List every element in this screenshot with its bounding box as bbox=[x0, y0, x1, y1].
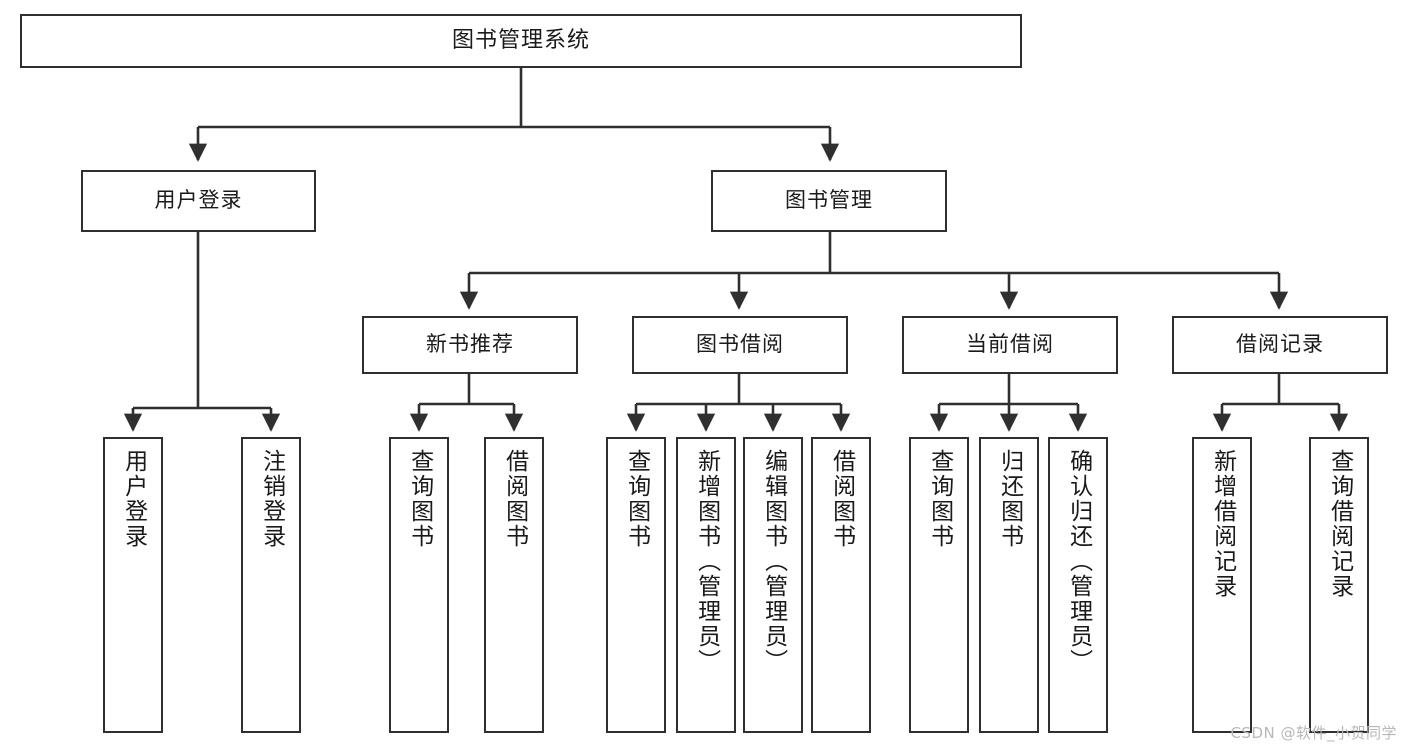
csdn-watermark: CSDN @软件_小贺同学 bbox=[1230, 724, 1397, 742]
node-label: 确认归还（管理员） bbox=[1065, 449, 1092, 674]
leaf-current-confirm-return-admin[interactable]: 确认归还（管理员） bbox=[1048, 437, 1108, 733]
node-label: 新增图书（管理员） bbox=[693, 449, 720, 674]
node-label: 新书推荐 bbox=[426, 332, 514, 357]
leaf-newbook-query-book[interactable]: 查询图书 bbox=[389, 437, 449, 733]
node-label: 查询图书 bbox=[406, 449, 433, 549]
node-current-borrow[interactable]: 当前借阅 bbox=[902, 316, 1118, 374]
node-label: 查询图书 bbox=[926, 449, 953, 549]
node-label: 用户登录 bbox=[120, 449, 147, 549]
node-user-login[interactable]: 用户登录 bbox=[81, 170, 316, 232]
node-label: 查询图书 bbox=[623, 449, 650, 549]
node-label: 归还图书 bbox=[996, 449, 1023, 549]
leaf-current-query-book[interactable]: 查询图书 bbox=[909, 437, 969, 733]
leaf-current-return-book[interactable]: 归还图书 bbox=[979, 437, 1039, 733]
node-label: 用户登录 bbox=[154, 188, 243, 213]
node-label: 图书借阅 bbox=[696, 332, 784, 357]
node-label: 图书管理 bbox=[785, 188, 873, 213]
leaf-newbook-borrow-book[interactable]: 借阅图书 bbox=[484, 437, 544, 733]
node-label: 图书管理系统 bbox=[451, 27, 590, 53]
node-new-book-recommend[interactable]: 新书推荐 bbox=[362, 316, 578, 374]
leaf-borrow-add-book-admin[interactable]: 新增图书（管理员） bbox=[676, 437, 736, 733]
node-label: 新增借阅记录 bbox=[1209, 449, 1236, 599]
node-root-system[interactable]: 图书管理系统 bbox=[20, 14, 1022, 68]
leaf-borrow-edit-book-admin[interactable]: 编辑图书（管理员） bbox=[743, 437, 803, 733]
node-label: 查询借阅记录 bbox=[1326, 449, 1353, 599]
node-borrow-record[interactable]: 借阅记录 bbox=[1172, 316, 1388, 374]
leaf-borrow-borrow-book[interactable]: 借阅图书 bbox=[811, 437, 871, 733]
leaf-borrow-query-book[interactable]: 查询图书 bbox=[606, 437, 666, 733]
node-label: 编辑图书（管理员） bbox=[760, 449, 787, 674]
node-book-management[interactable]: 图书管理 bbox=[711, 170, 947, 232]
node-label: 借阅图书 bbox=[828, 449, 855, 549]
leaf-record-add-record[interactable]: 新增借阅记录 bbox=[1192, 437, 1252, 733]
leaf-user-logout[interactable]: 注销登录 bbox=[241, 437, 301, 733]
node-label: 注销登录 bbox=[258, 449, 285, 549]
node-label: 借阅记录 bbox=[1236, 332, 1324, 357]
leaf-user-login[interactable]: 用户登录 bbox=[103, 437, 163, 733]
node-label: 当前借阅 bbox=[966, 332, 1054, 357]
node-label: 借阅图书 bbox=[501, 449, 528, 549]
node-book-borrow[interactable]: 图书借阅 bbox=[632, 316, 848, 374]
leaf-record-query-record[interactable]: 查询借阅记录 bbox=[1309, 437, 1369, 733]
